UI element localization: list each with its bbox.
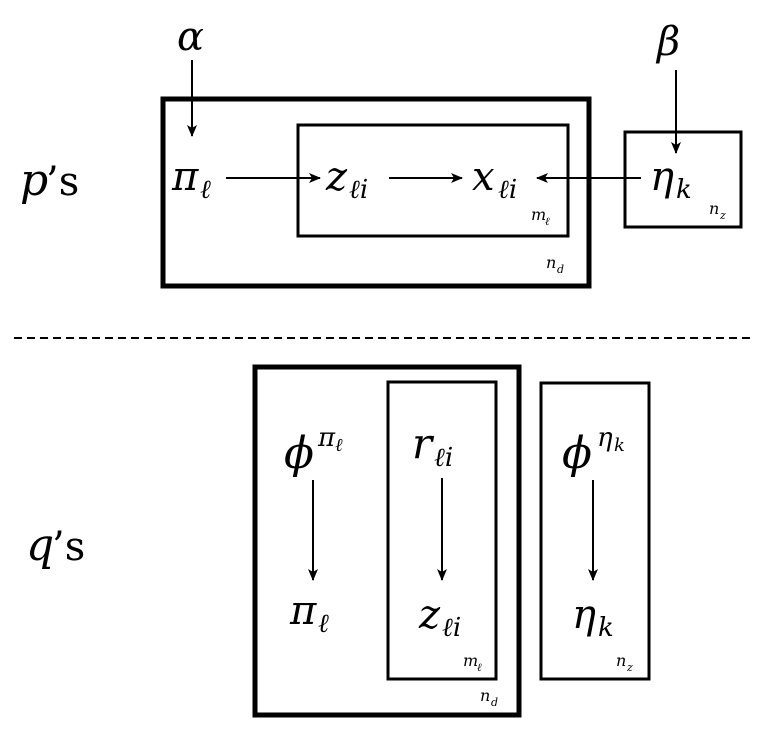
p-z-node-base: z: [325, 154, 348, 200]
q-phi-pi-node-sup-sub: ℓ: [335, 435, 343, 456]
q-inner-plate-label-sub: ℓ: [477, 661, 482, 674]
q-z-node-sub: ℓi: [442, 613, 461, 643]
q-eta-plate-label-base: n: [616, 651, 626, 670]
q-outer-plate-label-base: n: [480, 686, 490, 705]
p-section-label-suffix: ’s: [46, 159, 79, 205]
q-outer-plate-label-sub: d: [491, 696, 498, 709]
p-eta-node-base: η: [650, 154, 674, 200]
q-r-node-base: r: [412, 419, 435, 468]
q-r-node-sub: ℓi: [434, 443, 453, 473]
beta-node: β: [655, 19, 680, 65]
q-eta-plate: [539, 381, 651, 681]
p-eta-plate-label-sub: z: [719, 209, 726, 222]
p-outer-plate-label-base: n: [546, 253, 556, 272]
q-z-node-base: z: [418, 592, 441, 638]
p-z-node-sub: ℓi: [349, 175, 368, 205]
p-eta-node-sub: k: [676, 175, 692, 205]
q-outer-plate: [252, 364, 522, 718]
p-inner-plate-label-base: m: [531, 205, 546, 224]
q-inner-plate-label-base: m: [463, 651, 478, 670]
q-inner-plate: [386, 380, 498, 681]
p-x-node-sub: ℓi: [498, 175, 517, 205]
p-eta-plate: [623, 130, 743, 229]
p-pi-node-base: π: [171, 154, 199, 200]
p-pi-node-sub: ℓ: [200, 175, 211, 205]
p-x-node-base: x: [472, 154, 495, 200]
q-phi-eta-node-base: ϕ: [562, 428, 592, 479]
p-inner-plate-label-sub: ℓ: [545, 215, 550, 228]
p-inner-plate: [296, 123, 570, 238]
p-outer-plate: [160, 96, 592, 289]
q-pi-node-sub: ℓ: [318, 609, 329, 639]
p-outer-plate-label-sub: d: [557, 263, 564, 276]
q-phi-eta-node-sup-base: η: [597, 423, 613, 453]
q-eta-node-base: η: [572, 592, 596, 638]
q-phi-pi-node-sup-base: π: [317, 423, 336, 453]
q-pi-node-base: π: [289, 588, 317, 634]
p-eta-plate-label-base: n: [709, 199, 719, 218]
p-section-label-var: p: [20, 155, 48, 206]
q-phi-pi-node-base: ϕ: [284, 428, 314, 479]
alpha-node: α: [177, 14, 204, 60]
q-eta-plate-label-sub: z: [626, 661, 633, 674]
q-section-label-var: q: [26, 520, 54, 571]
q-eta-node-sub: k: [598, 613, 614, 643]
q-phi-eta-node-sup-sub: k: [614, 435, 625, 456]
q-section-label-suffix: ’s: [52, 524, 85, 570]
